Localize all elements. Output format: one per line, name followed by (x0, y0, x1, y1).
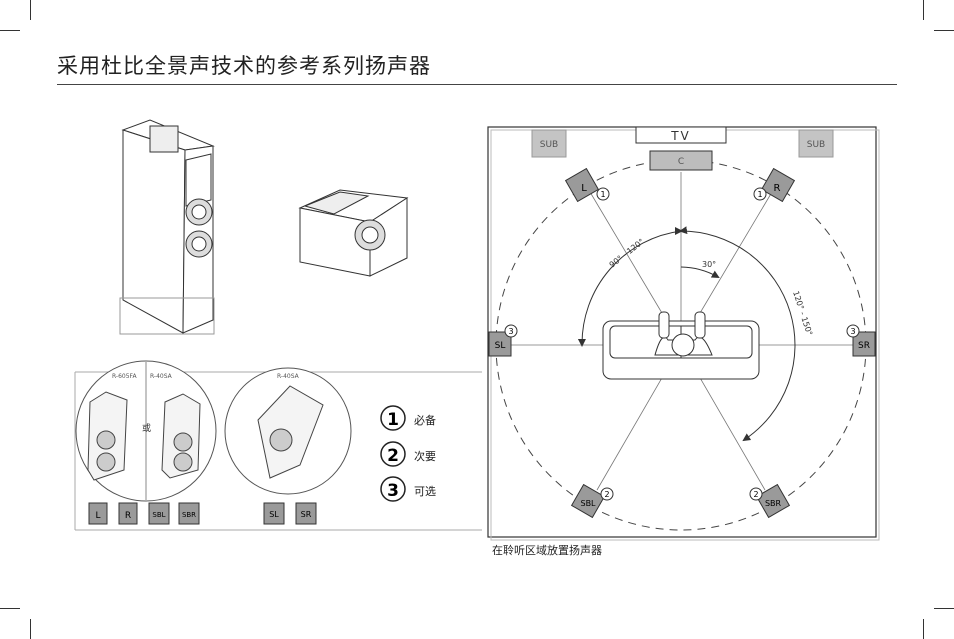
crop-mark (923, 0, 924, 20)
crop-mark (923, 619, 924, 639)
front-right-label: R (774, 183, 781, 194)
legend-badges: 1 2 3 (380, 405, 406, 502)
legend-badge-2: 2 (387, 446, 399, 466)
page-title: 采用杜比全景声技术的参考系列扬声器 (57, 54, 431, 78)
side-left-label: SL (495, 341, 506, 351)
subwoofer-right-label: SUB (807, 140, 825, 150)
title-divider (57, 84, 897, 85)
or-text: 或 (142, 422, 151, 434)
speaker-button-sbr: SBR (182, 511, 196, 519)
speaker-button-sbl: SBL (152, 511, 165, 519)
product-label-40sa: R-40SA (150, 373, 173, 380)
subwoofer-left-label: SUB (540, 140, 558, 150)
sofa-illustration (602, 311, 760, 380)
back-left-badge: 2 (604, 490, 609, 499)
legend-item-secondary: 次要 (414, 450, 436, 463)
floorstanding-speaker-illustration (119, 119, 215, 335)
back-left-label: SBL (580, 499, 596, 508)
side-right-label: SR (858, 341, 870, 351)
center-speaker-label: C (678, 157, 684, 167)
speaker-button-r: R (125, 511, 131, 521)
back-right-badge: 2 (753, 490, 758, 499)
tv-label: TV (670, 129, 691, 143)
angle-label-30: 30° (702, 260, 716, 269)
speaker-button-sl: SL (269, 510, 279, 519)
crop-mark (0, 608, 20, 609)
crop-mark (30, 619, 31, 639)
product-label-605fa: R-605FA (112, 373, 137, 380)
side-right-badge: 3 (850, 327, 855, 336)
diagram-caption: 在聆听区域放置扬声器 (492, 544, 602, 557)
front-left-badge: 1 (600, 190, 605, 199)
crop-mark (30, 0, 31, 20)
speaker-button-sr: SR (301, 510, 312, 519)
crop-mark (934, 608, 954, 609)
crop-mark (0, 30, 20, 31)
legend-item-optional: 可选 (414, 485, 436, 498)
speaker-button-row: L R SBL SBR SL SR (88, 502, 317, 525)
room-layout-diagram: 30° 90° - 120° 120° - 150° TV C SUB SUB … (487, 126, 880, 541)
back-right-label: SBR (765, 499, 782, 508)
speaker-button-l: L (95, 511, 100, 521)
legend-badge-1: 1 (387, 410, 399, 430)
product-panel (74, 360, 482, 531)
side-left-badge: 3 (508, 327, 513, 336)
product-label-40sa-right: R-40SA (277, 373, 300, 380)
legend-item-required: 必备 (414, 414, 436, 427)
elevation-speaker-illustration (298, 189, 409, 277)
crop-mark (934, 30, 954, 31)
front-right-badge: 1 (757, 190, 762, 199)
legend-badge-3: 3 (387, 481, 399, 501)
front-left-label: L (581, 183, 587, 194)
